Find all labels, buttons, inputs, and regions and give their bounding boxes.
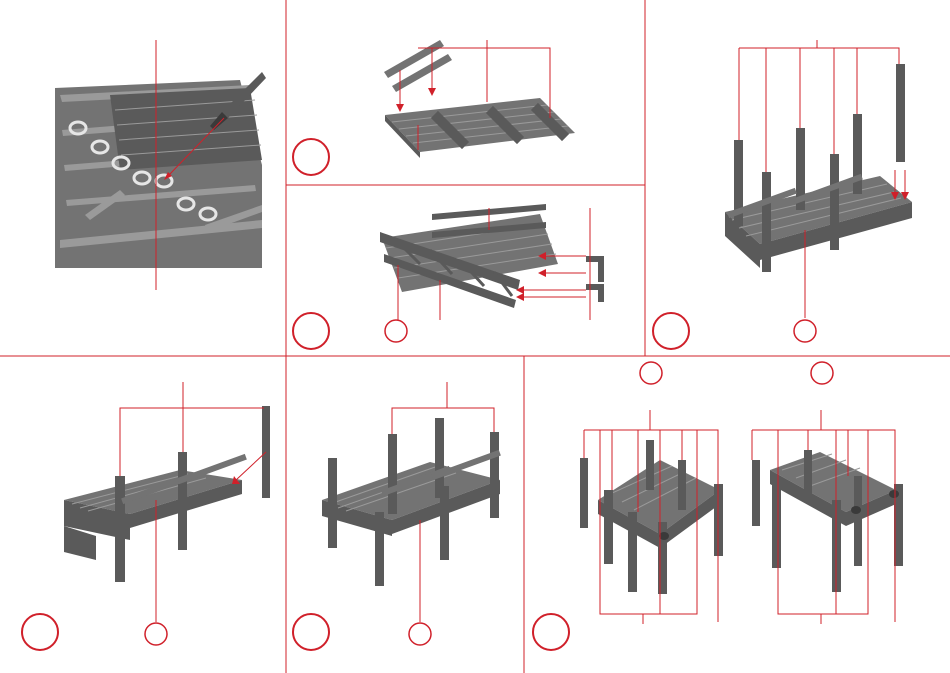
step-deck-rails-panel [293, 40, 575, 175]
step-marker [653, 313, 689, 349]
step-marker [533, 614, 569, 650]
extension-assembly-icon [322, 418, 501, 586]
step-final-variants-panel [533, 362, 903, 650]
step-pillars-panel [653, 40, 912, 349]
part-marker [640, 362, 662, 384]
final-assembly-icon [580, 440, 723, 594]
step-marker [293, 614, 329, 650]
extension-assembly-icon [64, 406, 270, 582]
part-marker [385, 320, 407, 342]
deck-assembly-icon [384, 40, 575, 158]
part-marker [794, 320, 816, 342]
part-marker [145, 623, 167, 645]
sprue-knife-icon [55, 72, 266, 268]
step-marker [293, 313, 329, 349]
step-marker [22, 614, 58, 650]
part-marker [811, 362, 833, 384]
final-assembly-icon [752, 450, 903, 592]
step-extend-two-panel [293, 382, 501, 650]
step-extend-one-panel [22, 382, 270, 650]
step-marker [293, 139, 329, 175]
sprue-cutting-panel [55, 40, 266, 290]
step-truss-sides-panel [293, 204, 604, 349]
part-marker [409, 623, 431, 645]
pillar-assembly-icon [725, 64, 912, 272]
